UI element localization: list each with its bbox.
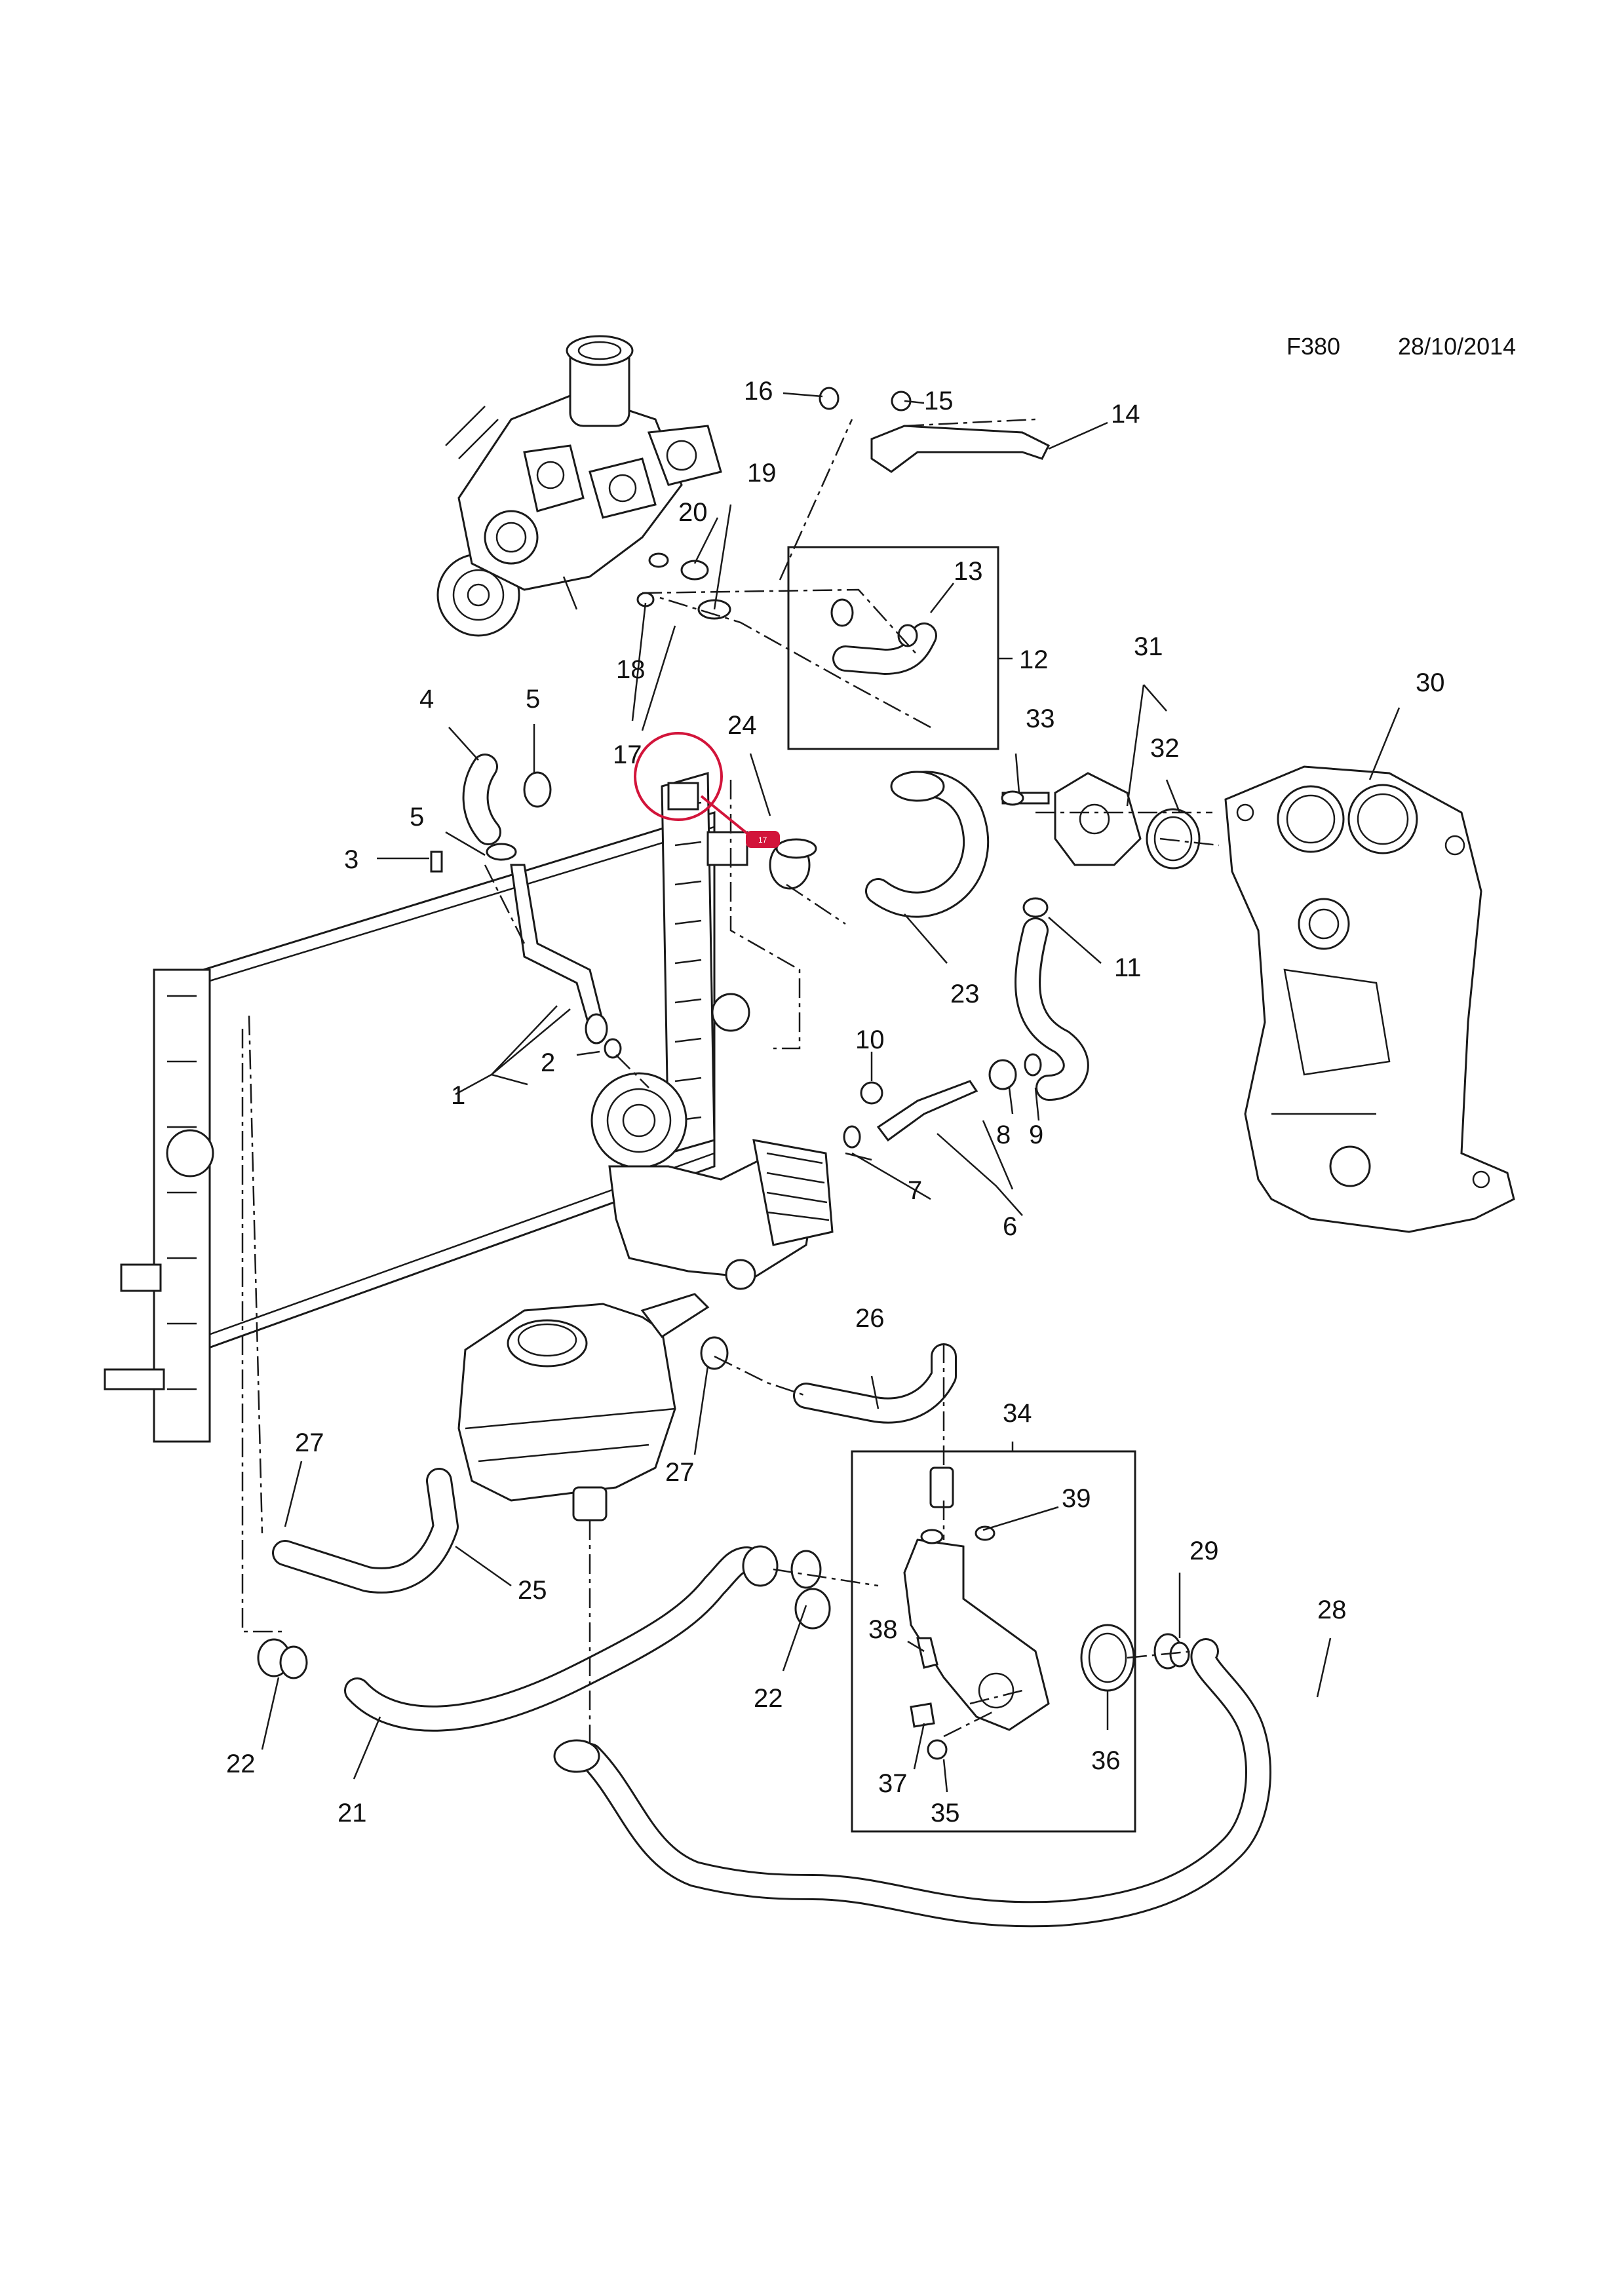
callout-22a: 22 [226, 1750, 256, 1778]
callout-24: 24 [727, 711, 757, 740]
callout-29: 29 [1189, 1537, 1219, 1565]
callout-28: 28 [1317, 1596, 1347, 1624]
callout-5: 5 [526, 685, 540, 714]
highlight-tag-label: 17 [758, 835, 767, 845]
callout-5b: 5 [410, 803, 424, 832]
radiator [104, 772, 750, 1443]
callout-15: 15 [924, 387, 954, 415]
callout-27b: 27 [665, 1458, 695, 1487]
callout-36: 36 [1091, 1746, 1121, 1775]
coolant-reservoir [457, 1293, 710, 1521]
callout-11: 11 [1114, 953, 1142, 982]
callout-34: 34 [1003, 1399, 1032, 1428]
callout-21: 21 [338, 1799, 367, 1827]
callout-23: 23 [950, 980, 980, 1008]
callout-13: 13 [954, 557, 983, 586]
callout-20: 20 [678, 498, 708, 527]
highlight-tag[interactable] [746, 831, 780, 848]
centerlines [241, 418, 1220, 1743]
callout-8: 8 [996, 1120, 1011, 1149]
leader-lines [261, 392, 1401, 1793]
engine-front-cover [1224, 765, 1515, 1233]
part-group-box-12 [787, 546, 999, 750]
figure-date: 28/10/2014 [1398, 333, 1517, 360]
callout-30: 30 [1416, 668, 1445, 697]
callout-16: 16 [744, 377, 773, 406]
callout-37: 37 [878, 1769, 908, 1798]
hoses [272, 425, 1271, 1928]
callout-33: 33 [1026, 704, 1055, 733]
highlight-circle [634, 732, 723, 821]
callout-38: 38 [868, 1615, 898, 1644]
callout-10: 10 [855, 1025, 885, 1054]
callout-6: 6 [1003, 1212, 1017, 1241]
callout-22b: 22 [754, 1684, 783, 1713]
callout-9: 9 [1029, 1120, 1043, 1149]
figure-code: F380 [1286, 333, 1341, 360]
callout-32: 32 [1150, 734, 1180, 763]
callout-18: 18 [616, 655, 646, 684]
callout-2: 2 [541, 1048, 555, 1077]
part-group-box-34 [851, 1450, 1136, 1833]
callout-labels: 1 2 3 4 5 5 6 7 8 9 10 11 12 13 14 15 16… [226, 377, 1445, 1827]
callout-19: 19 [747, 459, 777, 488]
callout-39: 39 [1062, 1484, 1091, 1513]
callout-4: 4 [419, 685, 434, 714]
callout-27a: 27 [295, 1428, 324, 1457]
callout-31: 31 [1134, 632, 1163, 661]
callout-25: 25 [518, 1576, 547, 1605]
callout-3: 3 [344, 845, 358, 874]
oil-cooler [590, 1072, 834, 1290]
callout-26: 26 [855, 1304, 885, 1333]
callout-14: 14 [1111, 400, 1140, 429]
callout-12: 12 [1019, 645, 1049, 674]
highlight-part-17[interactable]: 17 [634, 732, 780, 848]
callout-7: 7 [908, 1176, 922, 1205]
callout-1: 1 [451, 1081, 465, 1110]
turbocharger [436, 335, 722, 637]
callout-35: 35 [931, 1799, 960, 1827]
